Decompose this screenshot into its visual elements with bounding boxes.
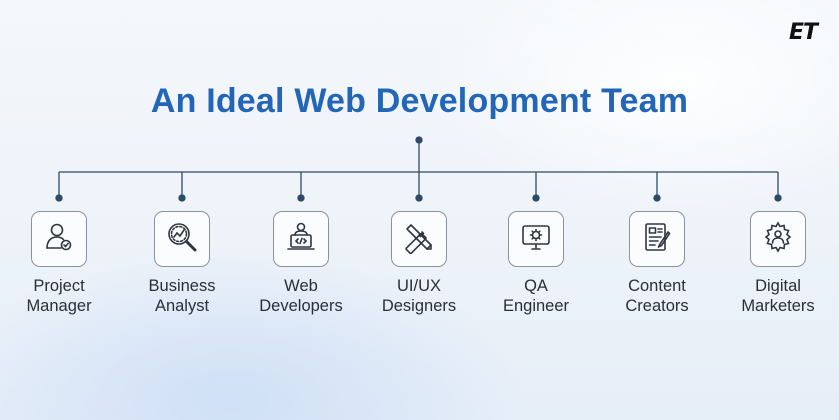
role-icon-box bbox=[508, 211, 564, 267]
document-pen-icon bbox=[640, 220, 674, 259]
role-label-line2: Developers bbox=[259, 297, 343, 315]
role-label-line1: Web bbox=[284, 277, 318, 295]
role-web-developers: Web Developers bbox=[241, 211, 361, 316]
role-label-line1: Digital bbox=[755, 277, 801, 295]
role-label-line1: Business bbox=[148, 277, 216, 295]
branch-drop-dot bbox=[774, 194, 782, 202]
trunk-dot bbox=[415, 136, 423, 144]
role-project-manager: Project Manager bbox=[0, 211, 119, 316]
role-label-line1: QA bbox=[524, 277, 548, 295]
page-title: An Ideal Web Development Team bbox=[150, 82, 689, 120]
branch-drop-dot bbox=[55, 194, 63, 202]
role-qa-engineer: QA Engineer bbox=[476, 211, 596, 316]
user-check-icon bbox=[42, 220, 76, 259]
role-digital-marketers: Digital Marketers bbox=[718, 211, 838, 316]
branch-drop-dot bbox=[178, 194, 186, 202]
branch-drop-dot bbox=[415, 194, 423, 202]
role-label-line2: Manager bbox=[26, 297, 92, 315]
role-icon-box bbox=[391, 211, 447, 267]
role-icon-box bbox=[750, 211, 806, 267]
role-content-creators: Content Creators bbox=[597, 211, 717, 316]
branch-drop-dot bbox=[653, 194, 661, 202]
branch-drop-dot bbox=[532, 194, 540, 202]
pencil-ruler-icon bbox=[402, 220, 436, 259]
monitor-gear-icon bbox=[519, 220, 553, 259]
role-label-line1: Project bbox=[33, 277, 85, 295]
role-label-line2: Engineer bbox=[502, 297, 570, 315]
role-label-line1: Content bbox=[628, 277, 686, 295]
branch-drops bbox=[55, 172, 782, 202]
role-label-line1: UI/UX bbox=[396, 277, 441, 295]
magnifier-chart-icon bbox=[165, 220, 199, 259]
role-label-line2: Marketers bbox=[741, 297, 815, 315]
role-ui-ux-designers: UI/UX Designers bbox=[359, 211, 479, 316]
role-icon-box bbox=[31, 211, 87, 267]
role-business-analyst: Business Analyst bbox=[122, 211, 242, 316]
role-icon-box bbox=[629, 211, 685, 267]
branch-drop-dot bbox=[297, 194, 305, 202]
gear-person-icon bbox=[761, 220, 795, 259]
role-icon-box bbox=[154, 211, 210, 267]
role-label-line2: Creators bbox=[625, 297, 689, 315]
developer-laptop-icon bbox=[284, 220, 318, 259]
role-label-line2: Designers bbox=[381, 297, 457, 315]
brand-logo: ET bbox=[788, 20, 818, 45]
role-label-line2: Analyst bbox=[154, 297, 210, 315]
role-icon-box bbox=[273, 211, 329, 267]
